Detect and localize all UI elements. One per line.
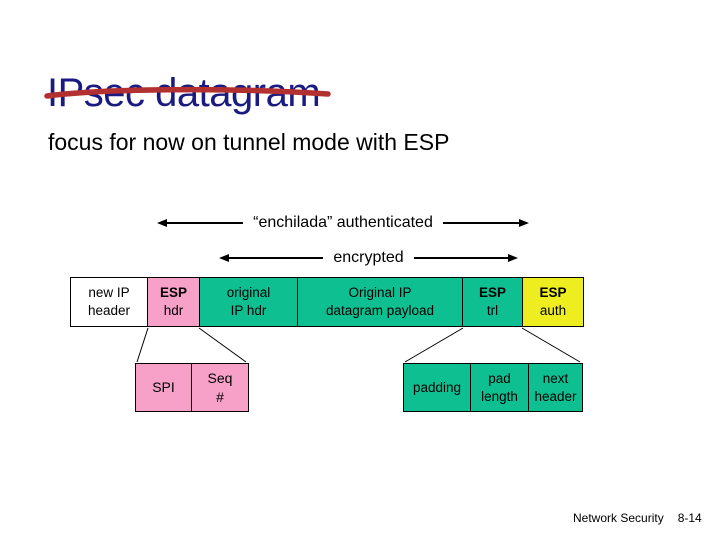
box-seq-number: Seq # [191,363,249,412]
box-line: ESP [539,285,567,301]
box-line: length [481,388,518,404]
encrypted-span-arrow: encrypted [219,249,519,266]
arrow-left-icon [219,254,229,262]
title-underline-swoosh [44,86,331,99]
box-line: header [534,388,577,404]
box-line: ESP [159,285,187,301]
connector-line [404,327,464,363]
connector-line [136,327,149,363]
box-original-ip-datagram-payload: Original IP datagram payload [297,277,463,327]
box-line: original [226,285,271,301]
authenticated-label: “enchilada” authenticated [253,214,433,231]
box-esp-hdr: ESP hdr [147,277,200,327]
box-line: pad [488,370,511,386]
arrow-right-icon [508,254,519,262]
box-line: ESP [478,285,506,301]
box-line: next [542,370,569,386]
box-line: trl [486,303,499,318]
box-line: SPI [152,379,175,396]
arrow-left-icon [157,219,167,227]
box-padding: padding [403,363,471,412]
box-line: # [216,388,224,405]
box-spi: SPI [135,363,192,412]
box-original-ip-hdr: original IP hdr [199,277,298,327]
arrow-shaft [442,222,519,224]
subtitle: focus for now on tunnel mode with ESP [48,129,450,155]
encrypted-label: encrypted [333,249,404,266]
authenticated-span-arrow: “enchilada” authenticated [157,214,529,231]
box-line: new IP [88,285,130,301]
connector-line [198,327,247,363]
connector-line [521,327,581,363]
arrow-shaft [229,257,324,259]
box-line: auth [539,303,567,318]
box-line: Seq [207,370,233,387]
box-line: Original IP [348,285,412,301]
box-esp-trl: ESP trl [462,277,523,327]
box-new-ip-header: new IP header [70,277,148,327]
arrow-shaft [167,222,244,224]
footer-course-label: Network Security [573,511,664,525]
arrow-right-icon [519,219,529,227]
box-line: header [87,303,131,318]
footer-page-number: 8-14 [677,511,702,525]
box-line: IP hdr [230,303,267,318]
box-line: padding [412,379,462,395]
box-line: datagram payload [325,303,435,318]
box-esp-auth: ESP auth [522,277,584,327]
arrow-shaft [413,257,509,259]
box-next-header: next header [528,363,583,412]
slide-footer: Network Security 8-14 [573,511,702,525]
box-pad-length: pad length [470,363,529,412]
box-line: hdr [163,303,184,318]
